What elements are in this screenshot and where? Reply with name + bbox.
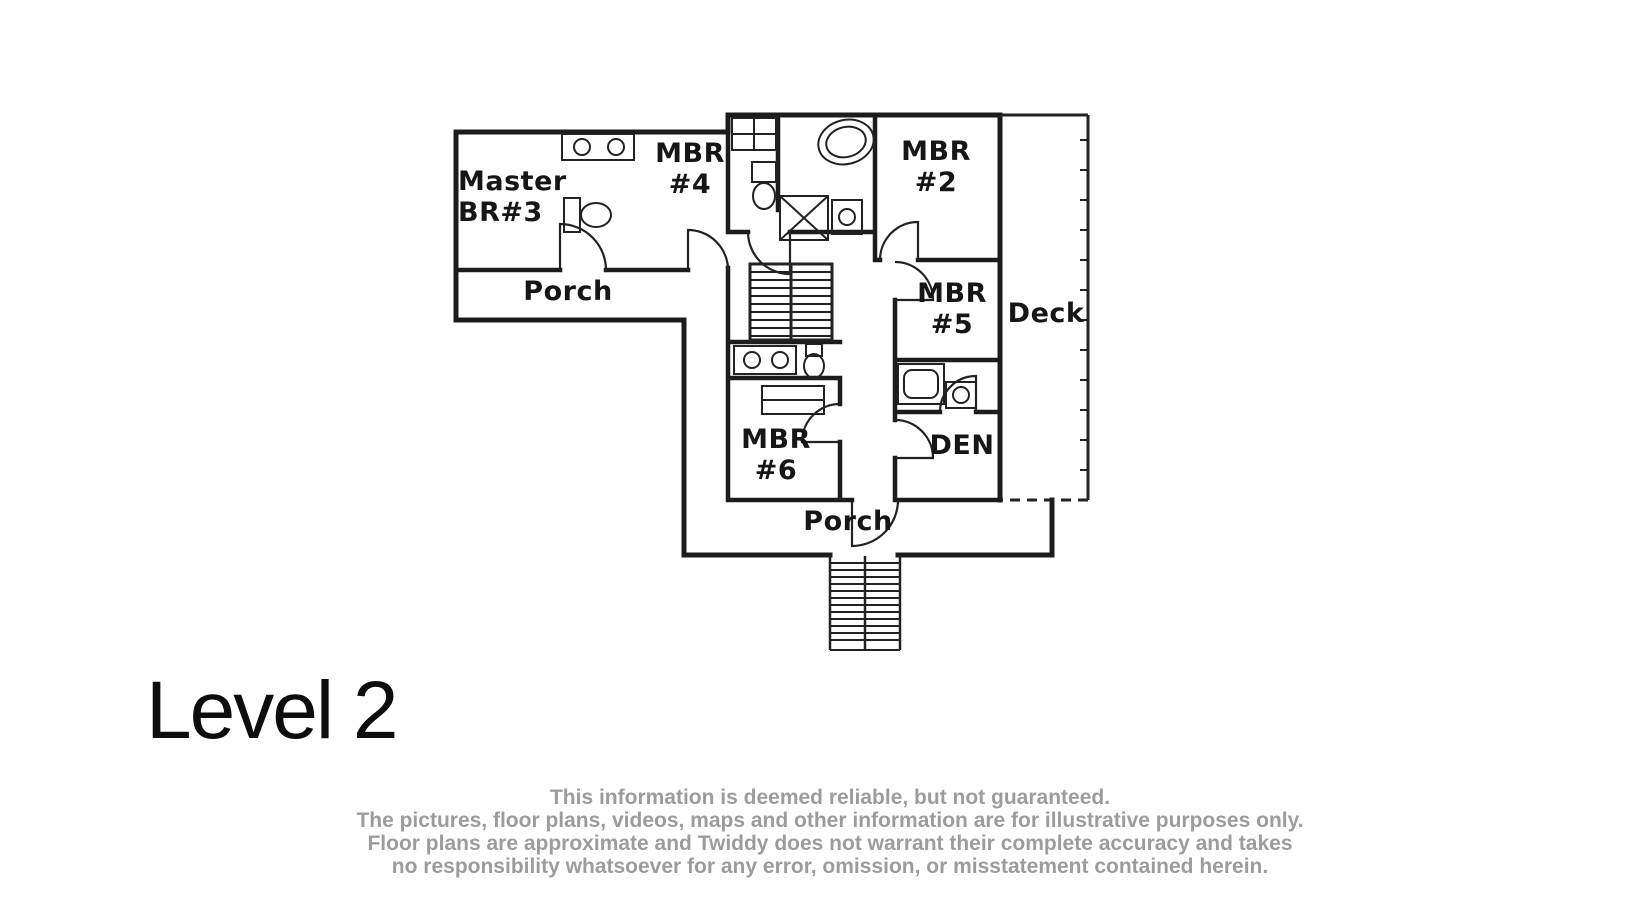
deck-railing-icon bbox=[1000, 113, 1090, 502]
double-vanity-icon bbox=[561, 133, 635, 161]
fixtures bbox=[561, 117, 977, 415]
entry-stairs-icon bbox=[828, 556, 902, 651]
room-label-mbr5: MBR #5 bbox=[917, 278, 987, 340]
room-label-mbr6: MBR #6 bbox=[741, 424, 811, 486]
room-label-porch-lower: Porch bbox=[803, 506, 893, 537]
staircase-icon bbox=[748, 262, 834, 342]
room-label-den: DEN bbox=[929, 430, 995, 461]
disclaimer-line: This information is deemed reliable, but… bbox=[549, 786, 1111, 809]
door-arc-icon bbox=[894, 260, 935, 302]
sink-icon bbox=[945, 381, 977, 409]
door-arc-icon bbox=[878, 220, 920, 261]
room-label-mbr4: MBR #4 bbox=[655, 138, 725, 200]
bathtub-icon bbox=[897, 363, 945, 405]
interior-walls bbox=[453, 112, 1003, 503]
shower-icon bbox=[779, 195, 829, 241]
floor-level-title: Level 2 bbox=[146, 665, 398, 756]
disclaimer-line: Floor plans are approximate and Twiddy d… bbox=[367, 832, 1293, 855]
door-arc-icon bbox=[800, 402, 841, 444]
toilet-icon bbox=[751, 161, 777, 210]
door-arc-icon bbox=[746, 231, 792, 276]
vanity-icon bbox=[733, 345, 797, 375]
door-arc-icon bbox=[850, 499, 900, 548]
disclaimer-line: no responsibility whatsoever for any err… bbox=[391, 855, 1269, 878]
disclaimer-text: This information is deemed reliable, but… bbox=[180, 786, 1480, 878]
door-arc-icon bbox=[686, 228, 730, 271]
shower-icon bbox=[731, 117, 777, 151]
room-label-master-br3: Master BR#3 bbox=[458, 166, 567, 228]
door-arc-icon bbox=[558, 222, 608, 271]
room-label-deck: Deck bbox=[1007, 298, 1085, 329]
room-label-mbr2: MBR #2 bbox=[901, 136, 971, 198]
room-label-porch-upper: Porch bbox=[523, 276, 613, 307]
sink-icon bbox=[831, 199, 863, 235]
toilet-icon bbox=[803, 343, 825, 379]
bathtub-icon bbox=[817, 118, 875, 166]
closet-icon bbox=[761, 385, 825, 415]
door-arc-icon bbox=[894, 418, 935, 460]
toilet-icon bbox=[563, 197, 612, 233]
disclaimer-line: The pictures, floor plans, videos, maps … bbox=[356, 809, 1304, 832]
